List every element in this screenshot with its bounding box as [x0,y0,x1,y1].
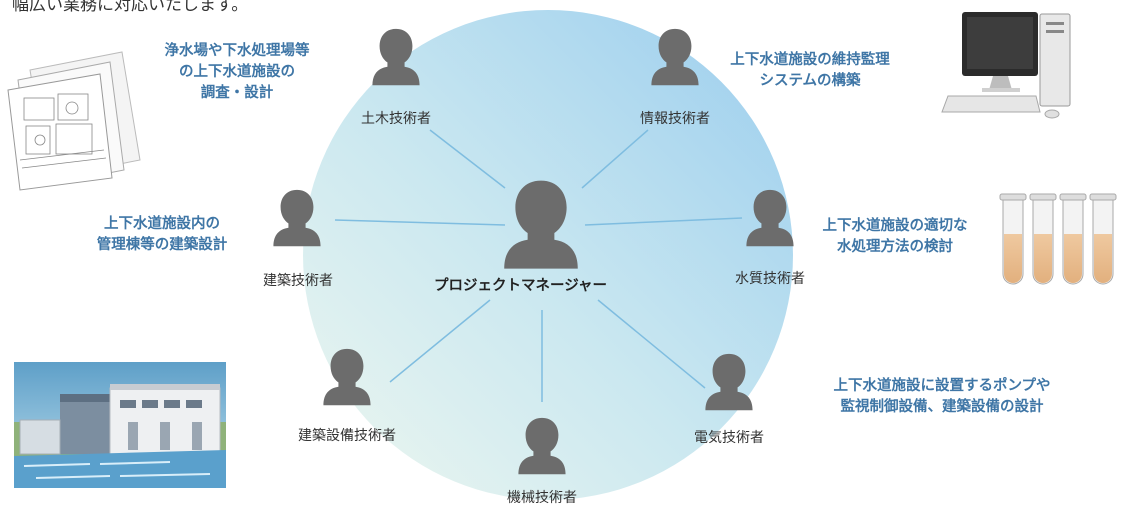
blueprint-drawings-icon [7,51,141,191]
test-tubes-icon [999,193,1117,285]
project-manager-label: プロジェクトマネージャー [434,278,607,294]
information-description: 上下水道施設の維持監理 システムの構築 [730,52,890,89]
role-architecture-engineer: 建築技術者 [263,273,333,289]
civil-description: 浄水場や下水処理場等 の上下水道施設の 調査・設計 [164,43,310,101]
role-building-equipment-engineer: 建築設備技術者 [298,428,396,444]
connector-lines [334,129,743,402]
role-civil-engineer: 土木技術者 [361,111,431,127]
role-information-engineer: 情報技術者 [640,111,710,127]
role-electrical-engineer: 電気技術者 [694,430,764,446]
architecture-description: 上下水道施設内の 管理棟等の建築設計 [96,216,228,253]
role-mechanical-engineer: 機械技術者 [507,490,577,506]
desktop-computer-icon [941,12,1071,119]
electrical-description: 上下水道施設に設置するポンプや 監視制御設備、建築設備の設計 [833,378,1051,415]
role-water-quality-engineer: 水質技術者 [735,271,805,287]
treatment-plant-illustration [14,362,226,488]
water-quality-description: 上下水道施設の適切な 水処理方法の検討 [822,218,968,255]
intro-text: 幅広い業務に対応いたします。 [12,0,249,15]
